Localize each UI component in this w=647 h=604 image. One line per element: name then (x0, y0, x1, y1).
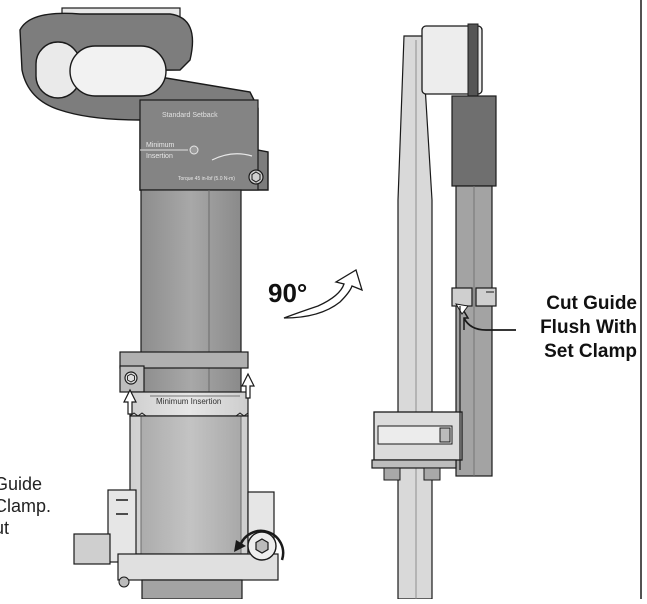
left-partial-line-1: Guide (0, 474, 43, 494)
cut-guide-bolt-hex (127, 373, 135, 383)
base-foot-left (73, 533, 111, 565)
rotate-arrow-head (234, 540, 246, 552)
cut-guide-line-3: Set Clamp (544, 341, 637, 362)
left-partial-callout: Guide Clamp. ut (0, 473, 51, 539)
left-seatpost-assembly: Standard Setback Minimum Insertion Torqu… (19, 7, 285, 600)
head-min-insertion-line1: Minimum (146, 142, 175, 149)
up-arrow-icon-right (241, 372, 255, 399)
base-pin (118, 576, 130, 588)
head-min-insertion-line2: Insertion (146, 153, 173, 160)
right-seatpost-side-view (371, 23, 516, 600)
side-head-rail (467, 23, 479, 97)
base-bottom (141, 579, 243, 600)
cut-guide-line-2: Flush With (540, 317, 637, 338)
rotate-arrow-icon (238, 529, 285, 561)
head-plate (139, 99, 259, 191)
head-curve-mark (211, 153, 253, 161)
pointer-arrow-icon (461, 307, 470, 330)
head-bolt-hex (251, 171, 261, 183)
clamp-bolt-hex (255, 538, 269, 554)
left-partial-line-2: Clamp. (0, 496, 52, 516)
pointer-arrow-head (455, 303, 469, 315)
base-clamp-left (107, 489, 137, 563)
rotation-angle-label: 90° (268, 278, 308, 308)
side-cut-guide-left (451, 287, 473, 307)
cut-guide-callout: Cut Guide Flush With Set Clamp (497, 292, 637, 364)
side-head-block (421, 25, 483, 95)
clamp-slot-right (69, 45, 167, 97)
side-cut-guide-right (475, 287, 497, 307)
up-arrow-icon-left (123, 388, 137, 415)
side-nut-left (383, 467, 401, 481)
head-bolt-icon (248, 169, 264, 185)
cut-guide-line-1: Cut Guide (546, 293, 637, 314)
insertion-dot (189, 145, 199, 155)
post-side-profile (397, 35, 433, 600)
side-nut-right (423, 467, 441, 481)
cut-guide-band (119, 351, 249, 369)
curved-arrow-icon (283, 269, 364, 319)
side-lower-plate (371, 459, 457, 469)
lower-shaft-overlay (140, 415, 242, 555)
shaft-min-insertion-text: Minimum Insertion (156, 397, 221, 406)
side-dark-block (451, 95, 497, 187)
left-partial-line-3: ut (0, 518, 10, 538)
side-lower-clamp-screw (439, 427, 451, 443)
cut-guide-bolt-icon (124, 371, 138, 385)
base-plate (117, 553, 279, 581)
torque-text: Torque 45 in-lbf (5.0 N-m) (178, 176, 235, 182)
cut-guide-leader-line (463, 317, 516, 331)
standard-setback-text: Standard Setback (162, 112, 218, 119)
side-lower-clamp-inner (377, 425, 453, 445)
saw-teeth-right (235, 412, 249, 417)
